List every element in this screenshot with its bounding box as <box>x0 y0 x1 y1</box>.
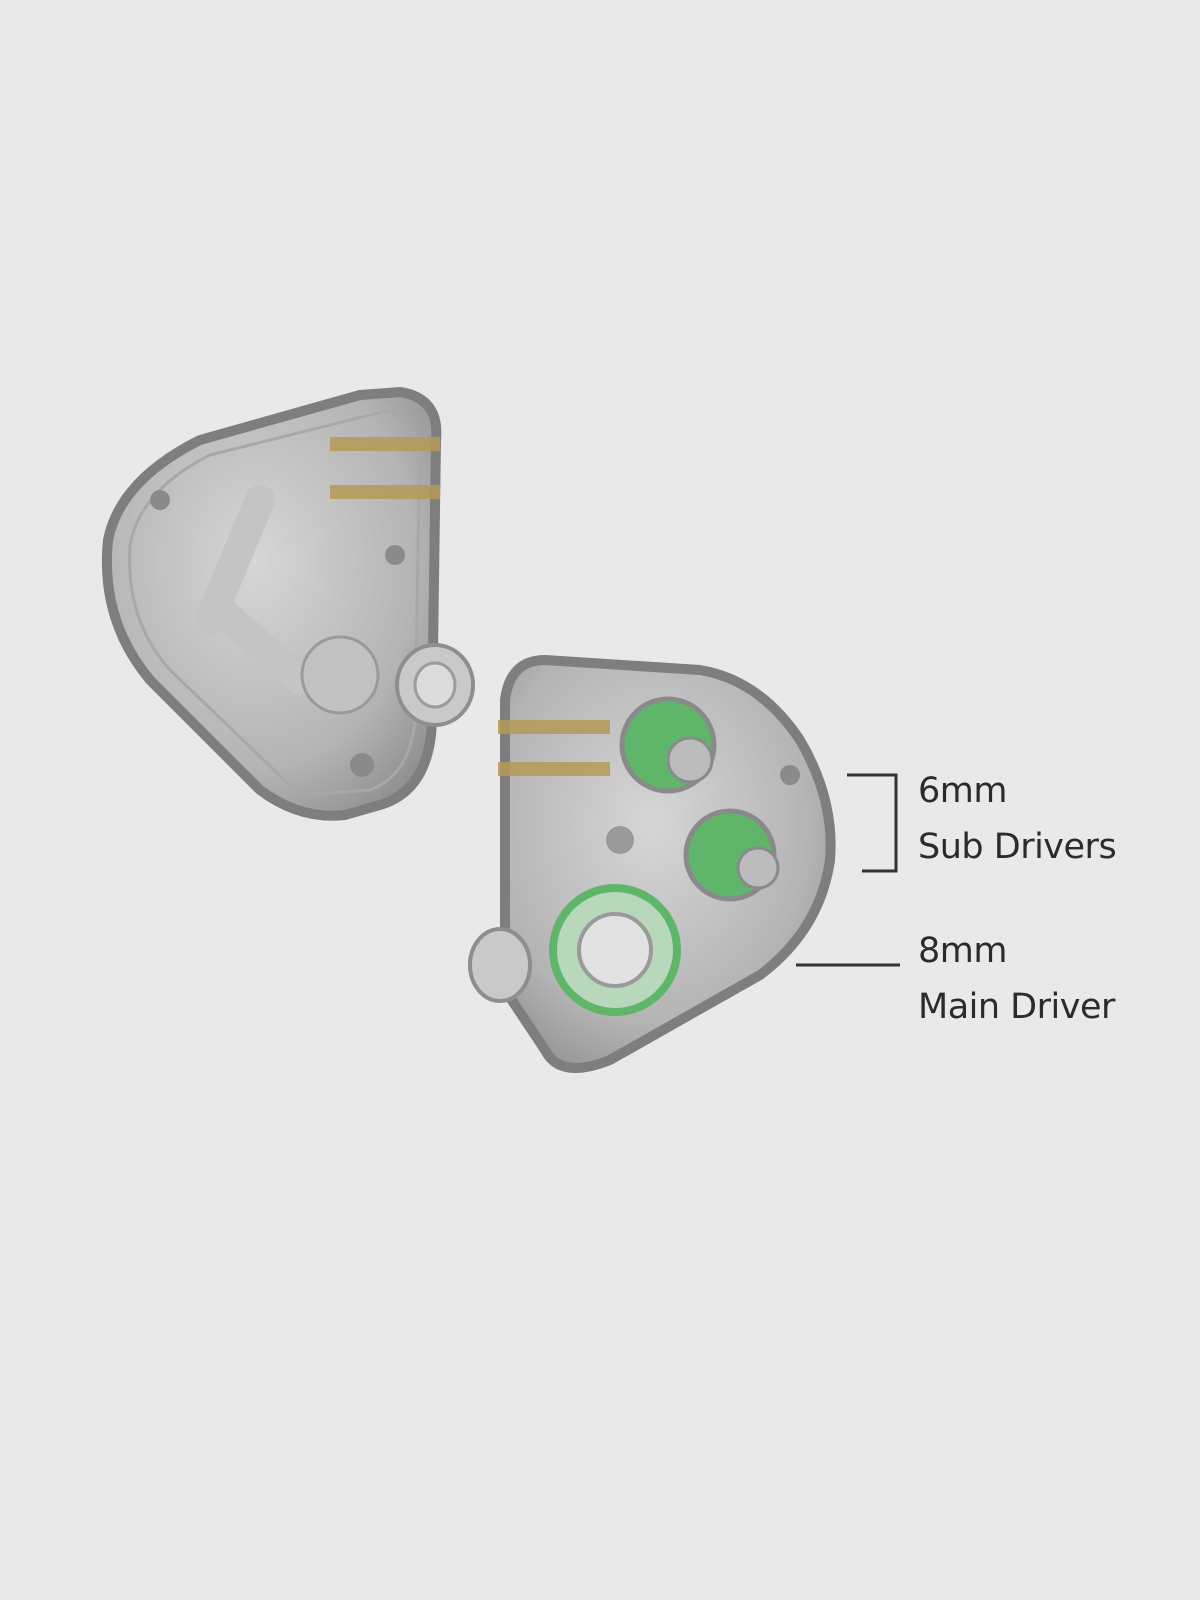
sub-driver-name: Sub Drivers <box>918 827 1117 867</box>
connector-pin-icon <box>330 485 440 499</box>
main-driver <box>549 884 681 1016</box>
right-earpiece <box>468 654 836 1073</box>
connector-pin-icon <box>498 762 610 776</box>
right-nozzle <box>468 927 532 1003</box>
main-driver-size: 8mm <box>918 931 1007 971</box>
main-driver-name: Main Driver <box>918 987 1115 1027</box>
sub-driver-size: 6mm <box>918 771 1007 811</box>
left-nozzle <box>395 643 475 727</box>
sub-driver-2 <box>683 808 780 902</box>
connector-pin-icon <box>330 437 440 451</box>
left-earpiece <box>101 386 475 821</box>
sub-driver-bracket <box>847 773 898 873</box>
connector-pin-icon <box>498 720 610 734</box>
sub-driver-1 <box>619 696 717 794</box>
